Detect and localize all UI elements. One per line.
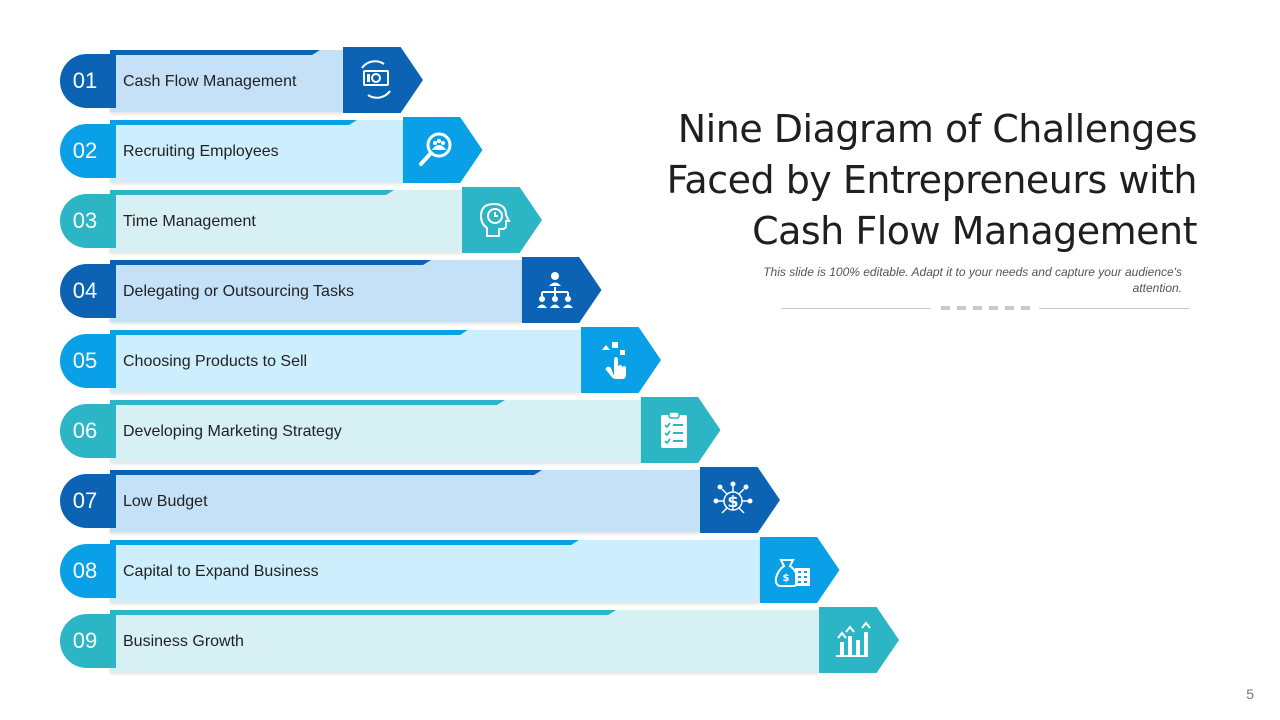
bar-growth-icon: [836, 621, 871, 657]
challenge-arrow: $: [759, 537, 840, 603]
slide-subtitle: This slide is 100% editable. Adapt it to…: [763, 265, 1182, 295]
challenge-stripe: [110, 190, 394, 195]
svg-text:$: $: [727, 492, 738, 511]
slide-title: Nine Diagram of Challenges Faced by Entr…: [666, 107, 1198, 253]
challenge-row-09: 09 Business Growth: [60, 607, 899, 675]
challenge-label: Cash Flow Management: [123, 73, 297, 90]
search-people-icon: [418, 132, 451, 166]
challenge-row-01: 01 Cash Flow Management: [60, 47, 423, 115]
challenge-label: Business Growth: [123, 633, 244, 650]
challenge-bar: [110, 190, 462, 252]
challenge-label: Time Management: [123, 213, 256, 230]
challenge-arrow: $: [700, 467, 780, 533]
challenge-arrow: [462, 187, 542, 253]
money-bag-building-icon: $: [774, 559, 810, 587]
dollar-network-icon: $: [713, 481, 753, 514]
challenge-row-05: 05 Choosing Products to Sell: [60, 327, 661, 395]
challenge-row-06: 06 Developing Marketing Strategy: [60, 397, 721, 465]
challenge-bar: [110, 540, 760, 602]
challenge-bar: [110, 120, 403, 182]
challenge-row-03: 03 Time Management: [60, 187, 542, 255]
hand-pointer-icon: [602, 342, 626, 379]
challenge-number: 05: [60, 334, 116, 388]
clipboard-checklist-icon: [660, 411, 687, 448]
org-chart-icon: [536, 272, 573, 308]
challenge-label: Choosing Products to Sell: [123, 353, 308, 370]
challenge-arrow: [640, 397, 721, 463]
challenge-bar: [110, 470, 700, 532]
challenge-row-07: 07 Low Budget $: [60, 467, 780, 535]
challenge-number: 01: [60, 54, 116, 108]
challenge-label: Developing Marketing Strategy: [123, 423, 342, 440]
challenge-number: 09: [60, 614, 116, 668]
challenge-stripe: [110, 120, 357, 125]
challenge-stripe: [110, 260, 431, 265]
challenge-label: Capital to Expand Business: [123, 563, 319, 580]
challenge-bar: [110, 610, 819, 672]
challenge-arrow: [343, 47, 423, 113]
head-clock-icon: [479, 202, 511, 237]
challenge-bar: [110, 50, 343, 112]
challenge-row-02: 02 Recruiting Employees: [60, 117, 483, 185]
challenge-bar: [110, 260, 522, 322]
challenge-stripe: [110, 610, 616, 615]
challenge-number: 03: [60, 194, 116, 248]
divider: [781, 306, 1190, 310]
challenge-number: 07: [60, 474, 116, 528]
challenge-number: 06: [60, 404, 116, 458]
svg-text:$: $: [782, 573, 789, 584]
challenge-label: Low Budget: [123, 493, 208, 510]
challenge-number: 04: [60, 264, 116, 318]
challenge-stripe: [110, 540, 579, 545]
challenge-arrow: [819, 607, 899, 673]
challenge-label: Recruiting Employees: [123, 143, 279, 160]
challenge-number: 08: [60, 544, 116, 598]
challenge-label: Delegating or Outsourcing Tasks: [123, 283, 354, 300]
challenge-arrow: [581, 327, 661, 393]
challenge-stripe: [110, 400, 505, 405]
money-cycle-icon: [361, 60, 391, 99]
challenge-row-08: 08 Capital to Expand Business $: [60, 537, 840, 605]
challenge-number: 02: [60, 124, 116, 178]
challenge-stripe: [110, 330, 468, 335]
challenge-bar: [110, 330, 581, 392]
challenge-stripe: [110, 470, 542, 475]
challenge-bar: [110, 400, 641, 462]
challenge-stripe: [110, 50, 320, 55]
page-number: 5: [1246, 686, 1254, 702]
challenge-arrow: [521, 257, 602, 323]
challenge-arrow: [402, 117, 483, 183]
challenge-row-04: 04 Delegating or Outsourcing Tasks: [60, 257, 602, 325]
